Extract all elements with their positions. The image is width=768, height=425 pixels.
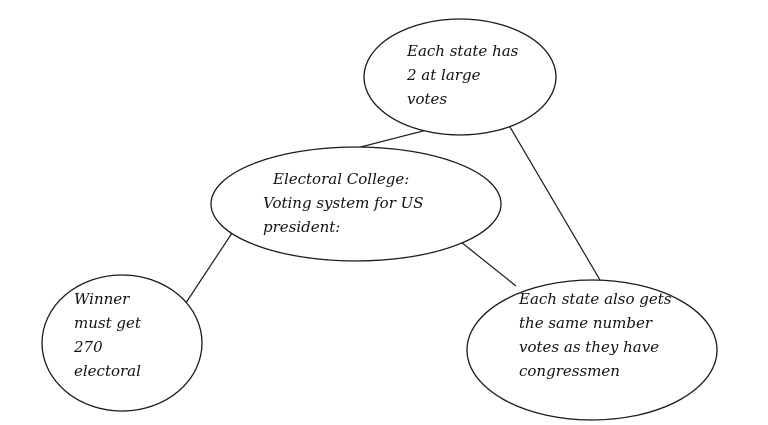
node-electoral-college — [210, 146, 502, 262]
node-winner — [41, 274, 203, 412]
at-large-text: Each state has 2 at large votes — [406, 42, 523, 108]
node-at-large — [363, 18, 557, 136]
electoral-line-1: Electoral College: — [272, 170, 409, 188]
electoral-line-3: president: — [263, 218, 340, 236]
congressmen-line-4: congressmen — [519, 362, 620, 380]
at-large-line-2: 2 at large — [406, 66, 481, 84]
congressmen-line-3: votes as they have — [519, 338, 659, 356]
congressmen-text: Each state also gets the same number vot… — [518, 290, 676, 380]
link-at-large-congress — [499, 109, 601, 281]
winner-line-1: Winner — [74, 290, 130, 308]
winner-line-3: 270 — [73, 338, 103, 356]
winner-text: Winner must get 270 electoral — [73, 290, 146, 380]
winner-line-4: electoral — [74, 362, 141, 380]
electoral-text: Electoral College: Voting system for US … — [263, 170, 428, 236]
at-large-line-1: Each state has — [406, 42, 519, 60]
electoral-line-2: Voting system for US — [263, 194, 424, 212]
congressmen-line-1: Each state also gets — [518, 290, 672, 308]
at-large-line-3: votes — [407, 90, 447, 108]
congressmen-line-2: the same number — [519, 314, 653, 332]
node-congressmen — [466, 279, 718, 421]
winner-line-2: must get — [74, 314, 142, 332]
